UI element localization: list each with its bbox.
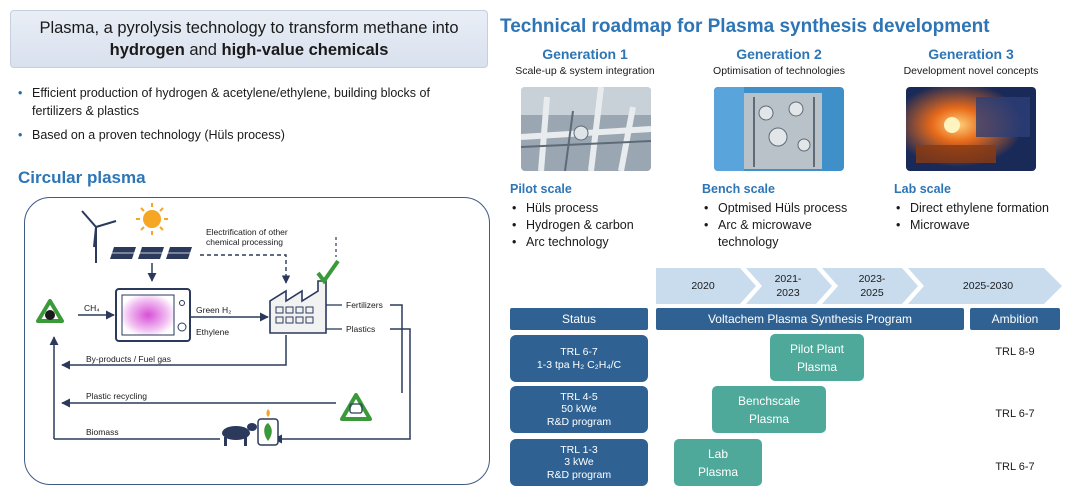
timeline-label: 2023- 2025 <box>858 273 886 299</box>
plastic-recycling-label: Plastic recycling <box>86 391 147 401</box>
generation-subtitle: Scale-up & system integration <box>515 65 655 77</box>
timeline-label: 2020 <box>691 280 715 292</box>
program-line: Pilot Plant <box>789 341 845 356</box>
scale-title: Bench scale <box>702 182 775 196</box>
timeline-label: 2025-2030 <box>962 280 1014 292</box>
program-line: Lab <box>707 446 729 461</box>
generation-title: Generation 3 <box>928 46 1014 62</box>
title-bold-hydrogen: hydrogen <box>109 41 185 59</box>
green-h2-label: Green H₂ <box>196 305 232 315</box>
status-box-bench: TRL 4-5 50 kWe R&D program <box>510 386 648 433</box>
status-line: TRL 4-5 <box>560 390 598 403</box>
biomass-label: Biomass <box>86 427 119 437</box>
timeline-chevron-2020 <box>656 268 756 304</box>
program-line: Plasma <box>748 411 789 426</box>
circular-diagram-frame <box>24 197 490 485</box>
lab-scale-block: Lab scale Direct ethylene formation Micr… <box>894 181 1066 234</box>
generation-subtitle: Optimisation of technologies <box>713 65 845 77</box>
timeline-label: 2021- 2023 <box>774 273 802 299</box>
status-line: R&D program <box>546 468 612 481</box>
scale-item: Optmised Hüls process <box>702 200 872 217</box>
status-line: R&D program <box>546 415 612 428</box>
scale-item: Arc & microwave technology <box>702 217 872 251</box>
generation-title: Generation 2 <box>736 46 822 62</box>
bench-setup-photo <box>714 87 844 171</box>
microwave-reactor-icon <box>115 288 191 342</box>
cows-icon <box>222 423 257 446</box>
ambition-value: TRL 6-7 <box>995 461 1035 473</box>
byproducts-label: By-products / Fuel gas <box>86 354 172 364</box>
bench-scale-block: Bench scale Optmised Hüls process Arc & … <box>702 181 872 251</box>
pilot-scale-block: Pilot scale Hüls process Hydrogen & carb… <box>510 181 690 251</box>
wind-turbine-icon <box>81 210 117 263</box>
status-box-pilot: TRL 6-7 1-3 tpa H₂ C₂H₄/C <box>510 335 648 382</box>
status-line: TRL 1-3 <box>560 443 598 456</box>
scale-item: Hydrogen & carbon <box>510 217 690 234</box>
program-header: Voltachem Plasma Synthesis Program <box>656 308 964 330</box>
green-check-icon <box>316 259 340 285</box>
status-box-lab: TRL 1-3 3 kWe R&D program <box>510 439 648 486</box>
lab-microwave-photo <box>906 87 1036 171</box>
circular-plasma-heading: Circular plasma <box>18 168 146 187</box>
roadmap-title: Technical roadmap for Plasma synthesis d… <box>500 16 990 37</box>
ambition-value: TRL 6-7 <box>995 408 1035 420</box>
scale-item: Arc technology <box>510 234 690 251</box>
program-line: Plasma <box>697 464 738 479</box>
biogas-tank-icon <box>257 409 279 446</box>
title-line-2: hydrogen and high-value chemicals <box>11 39 487 61</box>
left-bullet: Efficient production of hydrogen & acety… <box>18 84 438 120</box>
program-box-bench: Benchscale Plasma <box>712 386 826 433</box>
program-line: Plasma <box>796 359 837 374</box>
scale-item: Direct ethylene formation <box>894 200 1066 217</box>
timeline-chevron-2025 <box>908 268 1062 304</box>
sun-icon <box>136 203 168 235</box>
left-bullets: Efficient production of hydrogen & acety… <box>18 84 438 150</box>
timeline-chevron-2023 <box>822 268 918 304</box>
carbon-black-icon <box>45 310 55 320</box>
ethylene-label: Ethylene <box>196 327 230 337</box>
scale-title: Pilot scale <box>510 182 572 196</box>
status-line: TRL 6-7 <box>560 346 598 358</box>
status-line: 50 kWe <box>561 403 597 416</box>
program-line: Benchscale <box>737 393 801 408</box>
solar-panels-icon <box>110 247 192 259</box>
title-and: and <box>184 41 222 59</box>
scale-title: Lab scale <box>894 182 951 196</box>
generation-3-header: Generation 3 Development novel concepts <box>878 46 1064 77</box>
recycle-left-icon <box>36 299 64 323</box>
factory-icon <box>269 280 327 334</box>
circular-diagram <box>36 203 411 446</box>
timeline-chevrons <box>656 268 1062 304</box>
ch4-label: CH₄ <box>84 303 100 313</box>
ambition-header: Ambition <box>970 308 1060 330</box>
title-line-1: Plasma, a pyrolysis technology to transf… <box>39 19 459 37</box>
status-line: 3 kWe <box>564 456 594 469</box>
title-box: Plasma, a pyrolysis technology to transf… <box>10 10 488 68</box>
status-line: 1-3 tpa H₂ C₂H₄/C <box>536 358 622 371</box>
scale-item: Hüls process <box>510 200 690 217</box>
electrification-label: Electrification of other chemical proces… <box>206 227 288 247</box>
fertilizers-label: Fertilizers <box>346 300 383 310</box>
left-bullet: Based on a proven technology (Hüls proce… <box>18 126 438 144</box>
plastics-label: Plastics <box>346 324 376 334</box>
status-header: Status <box>510 308 648 330</box>
generation-2-header: Generation 2 Optimisation of technologie… <box>686 46 872 77</box>
generation-1-header: Generation 1 Scale-up & system integrati… <box>492 46 678 77</box>
generation-subtitle: Development novel concepts <box>903 65 1039 77</box>
title-bold-chemicals: high-value chemicals <box>221 41 389 59</box>
ambition-value: TRL 8-9 <box>995 346 1035 358</box>
scale-item: Microwave <box>894 217 1066 234</box>
pilot-plant-photo <box>521 87 651 171</box>
generation-title: Generation 1 <box>542 46 628 62</box>
program-box-lab: Lab Plasma <box>674 439 762 486</box>
recycle-right-icon <box>340 393 372 421</box>
program-box-pilot: Pilot Plant Plasma <box>770 334 864 381</box>
timeline-chevron-2021 <box>746 268 832 304</box>
